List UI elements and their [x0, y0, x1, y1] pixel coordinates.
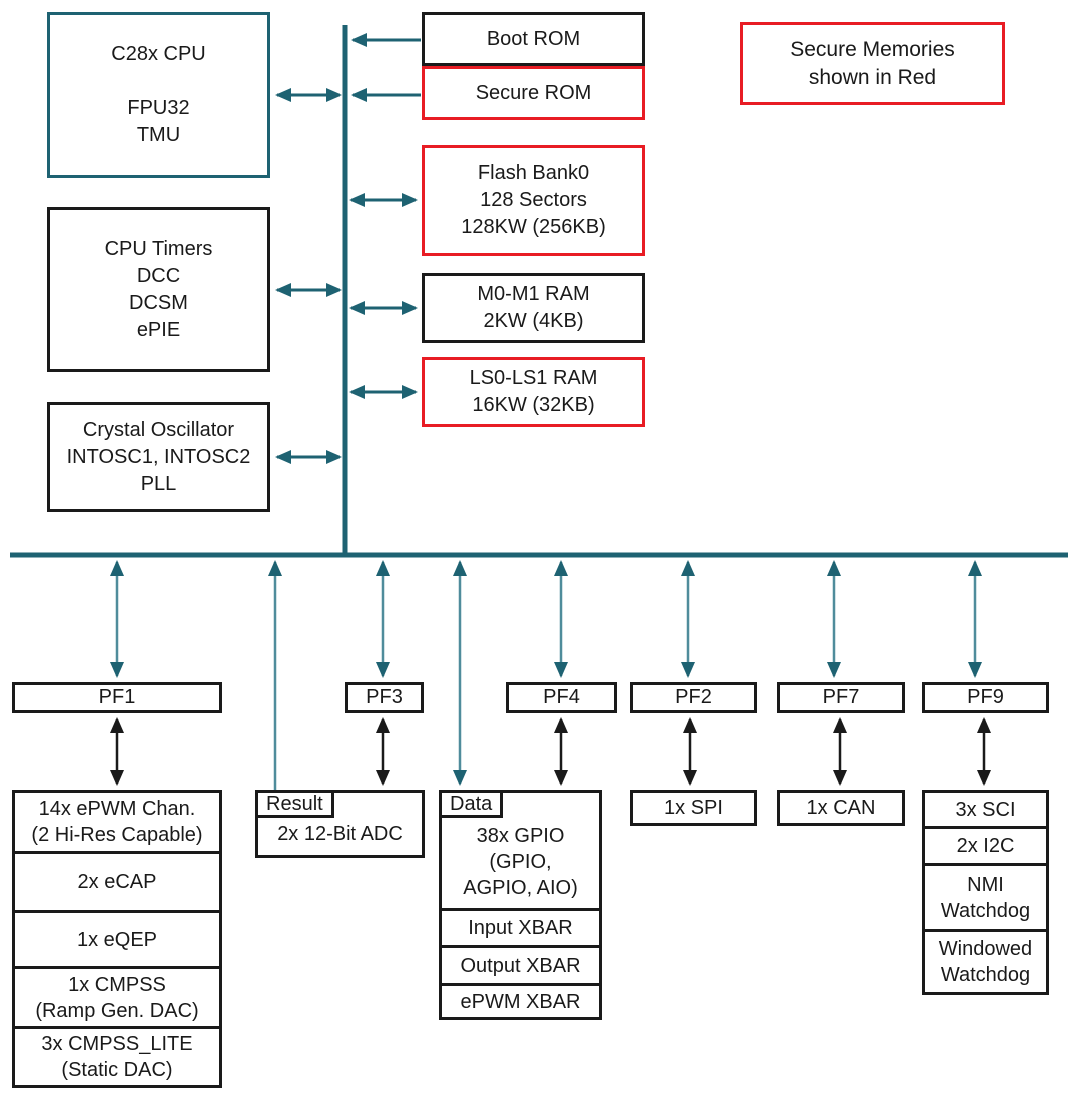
block-ecap: 2x eCAP [15, 851, 219, 910]
pf9-peripheral-stack: 3x SCI 2x I2C NMI Watchdog Windowed Watc… [922, 790, 1049, 995]
block-can: 1x CAN [777, 790, 905, 826]
block-ls0ls1-ram: LS0-LS1 RAM 16KW (32KB) [422, 357, 645, 427]
block-windowed-watchdog: Windowed Watchdog [925, 929, 1046, 992]
block-pf2: PF2 [630, 682, 757, 713]
pf1-peripheral-stack: 14x ePWM Chan. (2 Hi-Res Capable) 2x eCA… [12, 790, 222, 1088]
pf4-peripheral-stack: Data 38x GPIO (GPIO, AGPIO, AIO) Input X… [439, 790, 602, 1020]
block-epwm: 14x ePWM Chan. (2 Hi-Res Capable) [31, 798, 203, 846]
adc-result-tab: Result [255, 790, 334, 818]
block-secure-rom: Secure ROM [422, 66, 645, 120]
block-cpu-timers: CPU Timers DCC DCSM ePIE [47, 207, 270, 372]
block-boot-rom: Boot ROM [422, 12, 645, 66]
legend-secure-memories: Secure Memories shown in Red [740, 22, 1005, 105]
block-sci: 3x SCI [955, 798, 1016, 821]
block-cmpss-lite: 3x CMPSS_LITE (Static DAC) [15, 1026, 219, 1085]
gpio-label: 38x GPIO (GPIO, AGPIO, AIO) [463, 824, 578, 899]
block-nmi-watchdog: NMI Watchdog [925, 863, 1046, 929]
block-input-xbar: Input XBAR [442, 908, 599, 945]
block-adc: Result 2x 12-Bit ADC [255, 790, 425, 858]
block-spi: 1x SPI [630, 790, 757, 826]
block-pf7: PF7 [777, 682, 905, 713]
block-epwm-xbar: ePWM XBAR [442, 983, 599, 1017]
block-eqep: 1x eQEP [15, 910, 219, 966]
block-oscillator: Crystal Oscillator INTOSC1, INTOSC2 PLL [47, 402, 270, 512]
block-pf1: PF1 [12, 682, 222, 713]
block-flash-bank0: Flash Bank0 128 Sectors 128KW (256KB) [422, 145, 645, 256]
block-c28x-cpu: C28x CPU FPU32 TMU [47, 12, 270, 178]
block-gpio: Data 38x GPIO (GPIO, AGPIO, AIO) [439, 790, 599, 908]
block-i2c: 2x I2C [925, 826, 1046, 863]
block-pf3: PF3 [345, 682, 424, 713]
block-cmpss: 1x CMPSS (Ramp Gen. DAC) [15, 966, 219, 1026]
adc-label: 2x 12-Bit ADC [277, 822, 403, 845]
block-output-xbar: Output XBAR [442, 945, 599, 983]
block-m0m1-ram: M0-M1 RAM 2KW (4KB) [422, 273, 645, 343]
block-pf4: PF4 [506, 682, 617, 713]
block-pf9: PF9 [922, 682, 1049, 713]
gpio-data-tab: Data [439, 790, 504, 818]
